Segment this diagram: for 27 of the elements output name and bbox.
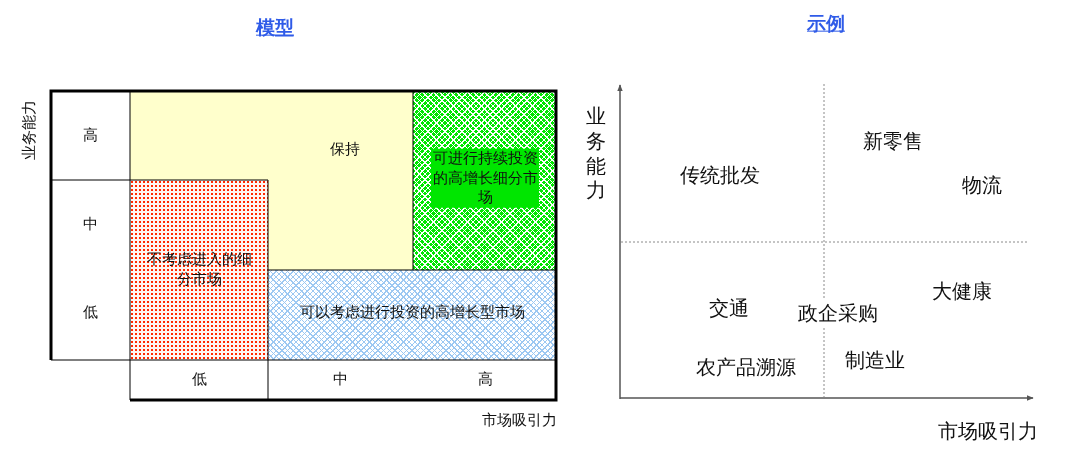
axis-title: 业务能力 (20, 100, 39, 160)
axis-title: 业务能力 (585, 104, 607, 204)
cell-label: 高 (477, 370, 493, 390)
cell-label: 低 (82, 303, 98, 323)
item-label: 农产品溯源 (696, 355, 796, 380)
item-label: 物流 (962, 173, 1002, 198)
zone-box (130, 180, 268, 360)
cell-label: 高 (82, 126, 98, 146)
axis-title: 市场吸引力 (938, 419, 1038, 444)
item-label: 交通 (709, 296, 749, 321)
zone-label: 可以考虑进行投资的高增长型市场 (299, 303, 525, 323)
cell-label: 中 (82, 215, 98, 235)
section-heading: 示例 (807, 11, 845, 36)
zone-box (268, 270, 556, 360)
axis-title: 市场吸引力 (481, 411, 557, 431)
zone-box (413, 91, 556, 270)
zone-label: 不考虑进入的细分市场 (145, 249, 253, 288)
cell-label: 低 (191, 370, 207, 390)
item-label: 制造业 (845, 348, 905, 373)
zone-label: 可进行持续投资的高增长细分市场 (431, 148, 539, 208)
item-label: 新零售 (863, 129, 923, 154)
section-heading: 模型 (256, 15, 294, 40)
item-label: 政企采购 (798, 300, 878, 326)
item-label: 传统批发 (680, 163, 760, 188)
cell-label: 中 (332, 370, 348, 390)
zone-label: 保持 (330, 140, 360, 160)
item-label: 大健康 (932, 279, 992, 304)
